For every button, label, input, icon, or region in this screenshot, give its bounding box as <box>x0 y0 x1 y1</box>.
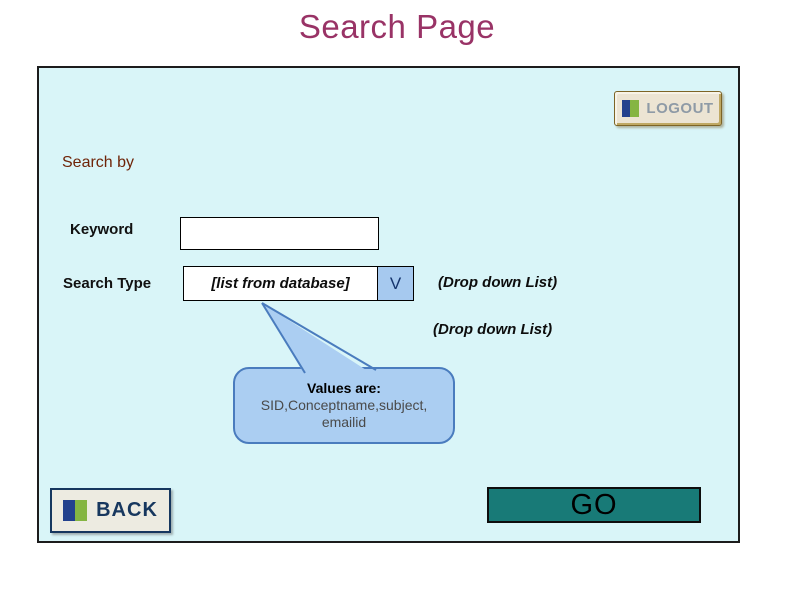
values-callout-line2: emailid <box>321 414 367 430</box>
search-type-dropdown[interactable]: [list from database] V <box>183 266 414 301</box>
dropdown-note-1: (Drop down List) <box>438 274 558 291</box>
values-callout: Values are: SID,Conceptname,subject, ema… <box>233 367 455 444</box>
back-icon <box>63 500 88 521</box>
keyword-input[interactable] <box>180 217 379 250</box>
back-button[interactable]: BACK <box>50 488 171 533</box>
values-callout-heading: Values are: <box>307 380 381 396</box>
back-button-label: BACK <box>96 499 158 521</box>
search-by-heading: Search by <box>62 154 135 171</box>
search-type-label: Search Type <box>63 275 152 292</box>
dropdown-arrow-icon[interactable]: V <box>378 266 414 301</box>
content-panel <box>37 66 740 543</box>
go-button[interactable]: GO <box>487 487 701 523</box>
search-type-dropdown-value: [list from database] <box>183 266 378 301</box>
values-callout-line1: SID,Conceptname,subject, <box>260 397 428 413</box>
logout-button[interactable]: LOGOUT <box>614 91 722 126</box>
keyword-label: Keyword <box>70 221 134 238</box>
page-title: Search Page <box>298 8 496 45</box>
logout-button-label: LOGOUT <box>646 100 714 117</box>
logout-icon <box>622 100 640 117</box>
dropdown-note-2: (Drop down List) <box>433 321 553 338</box>
callout-tail <box>261 302 377 377</box>
